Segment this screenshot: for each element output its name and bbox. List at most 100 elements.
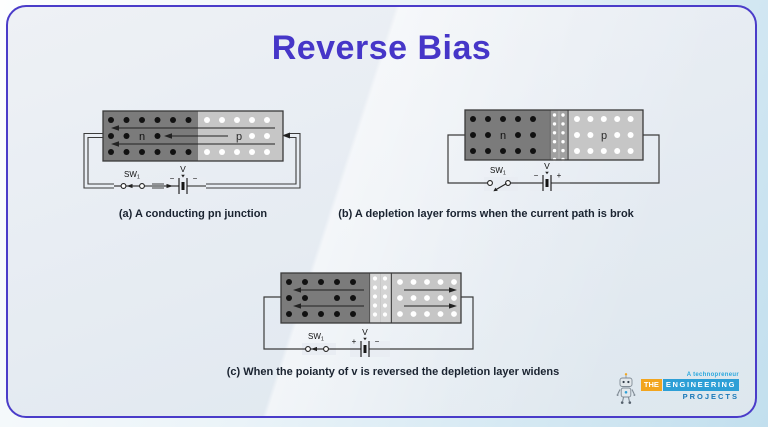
dot <box>139 149 145 155</box>
n-label: n <box>139 131 145 143</box>
dot <box>410 279 417 285</box>
dot <box>437 279 444 285</box>
dot <box>108 117 114 123</box>
logo-badge-engineering: ENGINEERING <box>662 379 739 391</box>
dot <box>350 295 356 301</box>
dot <box>437 295 444 301</box>
arrowhead-icon <box>545 171 549 175</box>
dot <box>424 295 430 301</box>
dot <box>515 132 521 138</box>
logo-tagline: A technopreneur <box>686 372 739 378</box>
depletion-dots <box>372 276 388 317</box>
dot <box>561 122 565 126</box>
dot <box>500 116 506 122</box>
figure-c-caption: (c) When the poianty of v is reversed th… <box>226 366 560 378</box>
dot <box>552 113 557 117</box>
dot <box>397 311 403 317</box>
dot <box>382 285 388 290</box>
battery-label: V <box>180 164 186 174</box>
dot <box>154 149 161 155</box>
dot <box>286 311 292 317</box>
dot <box>154 133 161 139</box>
dot <box>500 148 506 154</box>
dot <box>424 279 430 285</box>
n-region <box>465 110 549 160</box>
arrowhead-icon <box>493 187 498 192</box>
dot <box>530 132 536 138</box>
p-dots <box>574 116 634 154</box>
switch-label: SW1 <box>490 166 506 177</box>
dot <box>334 295 340 301</box>
dot <box>397 279 403 285</box>
dot <box>515 148 521 154</box>
brand-logo: A technopreneur THE ENGINEERING PROJECTS <box>615 372 739 406</box>
dot <box>470 116 476 122</box>
dot <box>587 132 594 138</box>
dot <box>234 117 240 123</box>
n-dots <box>108 117 192 155</box>
dot <box>530 148 536 154</box>
dot <box>382 276 388 281</box>
p-label: p <box>236 131 242 143</box>
switch-terminal <box>305 346 311 352</box>
switch-label: SW1 <box>308 332 324 343</box>
dot <box>302 311 308 317</box>
switch-terminal <box>120 183 127 189</box>
dot <box>185 117 192 123</box>
dot <box>470 148 476 154</box>
battery-right-sign: + <box>557 171 562 180</box>
dot <box>424 311 430 317</box>
battery-right-sign: − <box>375 337 380 346</box>
dot <box>264 133 270 139</box>
dot <box>123 117 130 123</box>
slide-card: Reverse Bias n p SW1 <box>6 5 757 418</box>
dot <box>286 279 292 285</box>
dot <box>170 117 176 123</box>
dot <box>614 148 621 154</box>
dot <box>561 131 565 135</box>
dot <box>302 279 308 285</box>
dot <box>185 149 192 155</box>
battery-left-sign: − <box>534 171 539 180</box>
dot <box>382 294 388 299</box>
arrowhead-icon <box>111 141 119 147</box>
dot <box>552 148 557 153</box>
arrowhead-icon <box>126 183 133 189</box>
dot <box>627 148 634 154</box>
battery-left-sign: − <box>170 174 175 183</box>
dot <box>552 131 557 135</box>
dot <box>264 117 270 123</box>
dot <box>600 148 607 154</box>
dot <box>485 148 491 154</box>
dot <box>627 132 634 138</box>
robot-icon <box>616 373 636 404</box>
switch-arm <box>495 183 507 191</box>
dot <box>249 133 255 139</box>
dot <box>451 279 457 285</box>
figure-a-caption: (a) A conducting pn junction <box>118 208 268 220</box>
arrowhead-icon <box>363 337 367 341</box>
dot <box>410 311 417 317</box>
logo-badge-the: THE <box>640 379 662 391</box>
dot <box>561 140 565 144</box>
dot <box>485 132 491 138</box>
dot <box>552 140 557 144</box>
dot <box>318 311 324 317</box>
dot <box>264 149 270 155</box>
dot <box>600 116 607 122</box>
dot <box>382 303 388 308</box>
figure-b: n p SW1 − + V <box>447 109 660 192</box>
battery-right-sign: − <box>193 174 198 183</box>
dot <box>587 116 594 122</box>
dot <box>204 149 210 155</box>
dot <box>574 116 580 122</box>
p-label: p <box>601 130 607 142</box>
dot <box>561 113 565 117</box>
dot <box>123 149 130 155</box>
dot <box>561 148 565 153</box>
dot <box>574 148 580 154</box>
battery-mask <box>164 177 206 193</box>
n-dots <box>286 279 356 317</box>
arrowhead-icon <box>164 133 172 139</box>
dot <box>552 122 557 126</box>
